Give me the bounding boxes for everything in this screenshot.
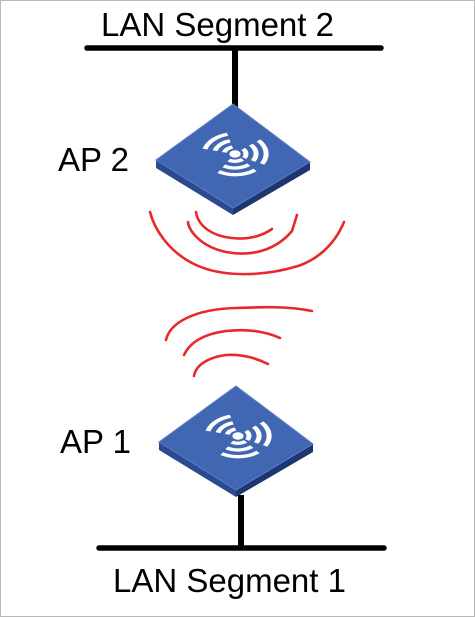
ap2-device [155, 103, 311, 215]
ap1-label: AP 1 [60, 423, 131, 460]
ap1-device [158, 385, 314, 497]
lan-segment-2-label: LAN Segment 2 [101, 6, 334, 43]
ap2-label: AP 2 [58, 141, 129, 178]
wireless-access-point-icon [205, 414, 272, 459]
radio-waves-icon [148, 210, 346, 378]
wireless-access-point-icon [202, 132, 269, 177]
lan-segment-1-label: LAN Segment 1 [113, 562, 346, 599]
